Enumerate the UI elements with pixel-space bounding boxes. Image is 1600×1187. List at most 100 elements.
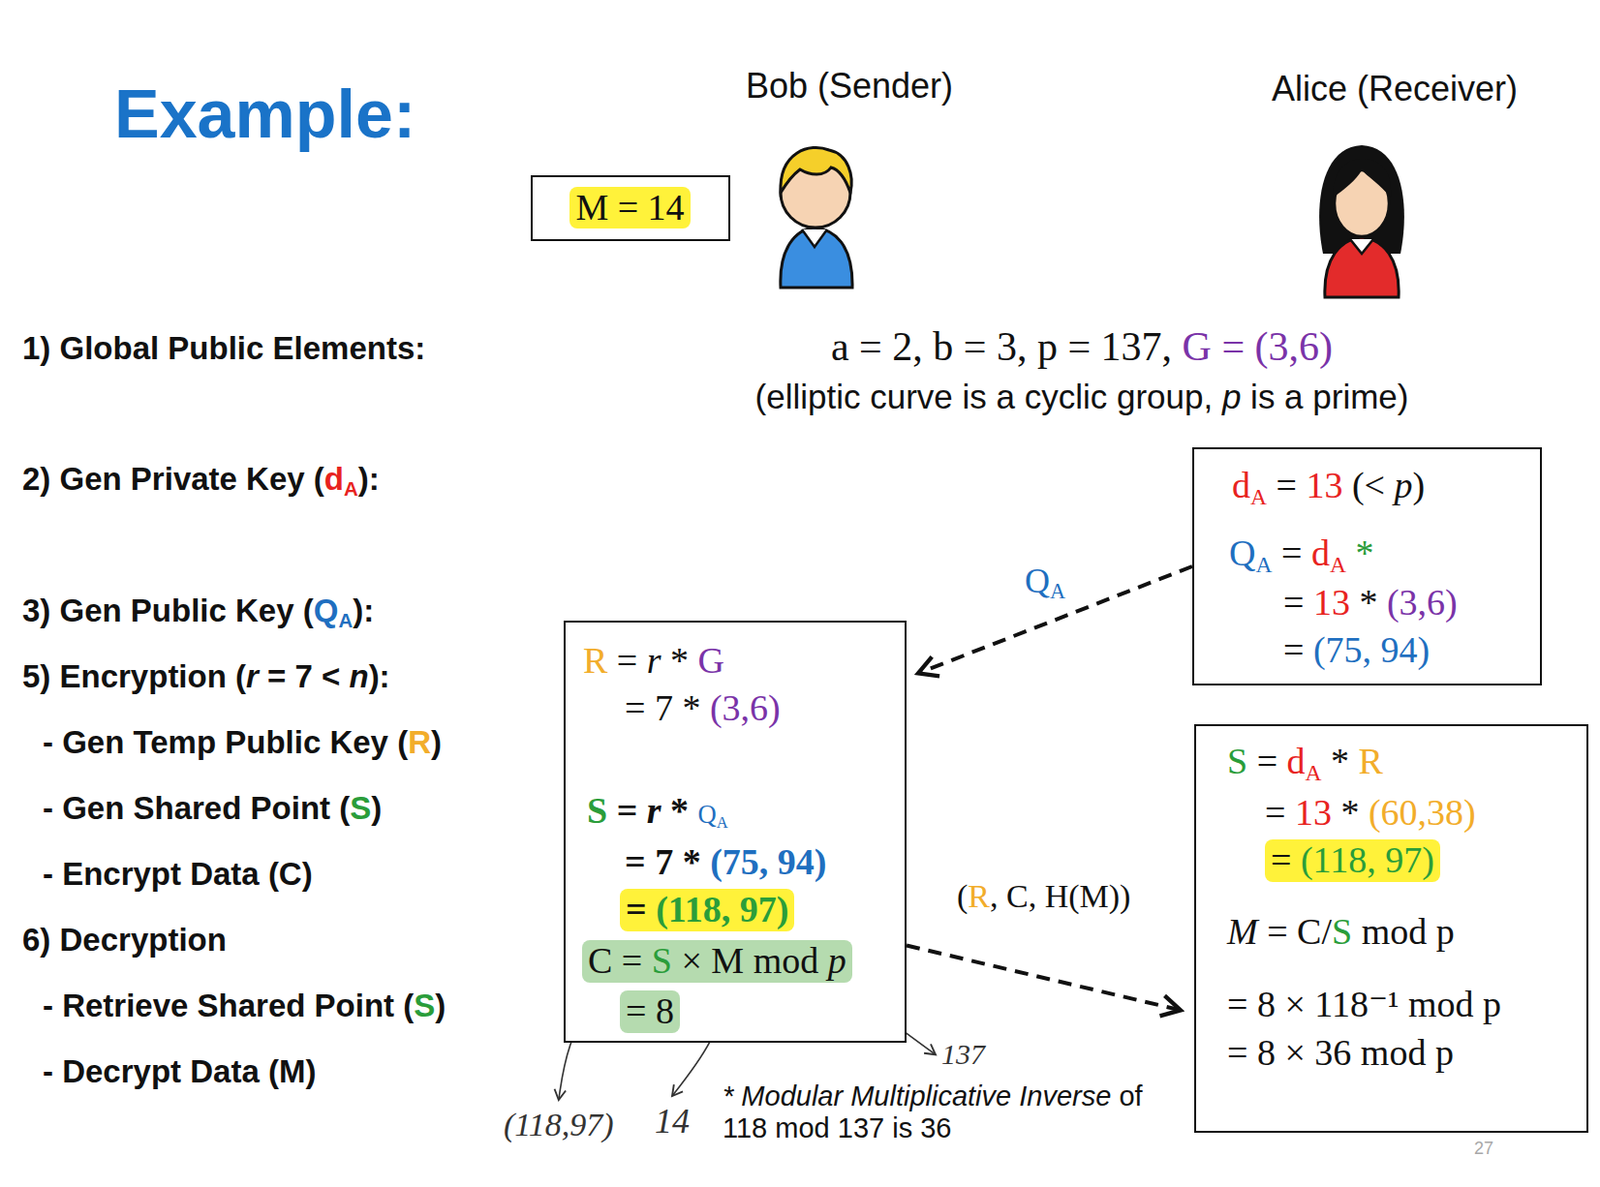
text-run: n — [348, 658, 369, 695]
text-run: * — [661, 790, 690, 831]
computation-box: S = dA * R = 13 * (60,38)= (118, 97) M = C… — [1194, 724, 1589, 1134]
text-run: = — [1283, 582, 1314, 623]
text-run: S — [651, 940, 673, 982]
text-run: ( — [956, 878, 968, 915]
text-run: ): — [352, 592, 374, 629]
label-text: * Modular Multiplicative Inverse of 118 … — [722, 1080, 1149, 1146]
text-run: (60,38) — [1368, 792, 1477, 833]
text-run: A — [343, 477, 359, 500]
computation-box: R = r * G= 7 * (3,6)S = r * QA= 7 * (75,… — [563, 620, 907, 1044]
text-run: Alice (Receiver) — [1271, 68, 1518, 109]
dashed-arrow — [906, 945, 1181, 1011]
label-text: 6) Decryption — [22, 922, 227, 959]
text-run: = — [1283, 629, 1314, 671]
text-run: (75, 94) — [709, 841, 827, 883]
text-run: M = 14 — [575, 186, 684, 228]
text-run — [1346, 532, 1356, 574]
text-run: ) — [1413, 464, 1426, 506]
equation-line: = (118, 97) — [619, 889, 795, 932]
text-run: R — [1358, 740, 1384, 782]
label-text: a = 2, b = 3, p = 137, G = (3,6) — [830, 323, 1333, 370]
text-run: 6) Decryption — [22, 922, 227, 958]
text-run: 2) Gen Private Key ( — [22, 461, 325, 497]
label-text: - Gen Temp Public Key (R) — [42, 724, 442, 762]
text-run: ) — [430, 724, 442, 761]
text-run — [688, 790, 699, 831]
text-run: = — [607, 790, 647, 831]
text-run: 13 — [1294, 792, 1332, 833]
text-run: Q — [698, 800, 717, 830]
text-run: Bob (Sender) — [745, 65, 954, 106]
text-run: = — [1266, 464, 1306, 506]
label-text: - Retrieve Shared Point (S) — [42, 987, 446, 1025]
text-run: ): — [358, 461, 380, 497]
edge-label: (R, C, H(M)) — [953, 877, 1134, 916]
message-box: M = 14 — [530, 175, 731, 242]
text-run: a = 2, b = 3, p = 137, — [830, 324, 1183, 370]
text-run: 5) Encryption ( — [22, 658, 247, 695]
text-run: = 7 < — [258, 658, 350, 695]
equation-line: M = 14 — [569, 186, 690, 230]
equation-line: = 7 * (75, 94) — [624, 841, 827, 885]
computation-box: dA = 13 (< p)QA = dA *= 13 * (3,6)= (75,… — [1192, 447, 1542, 686]
text-run: M — [710, 940, 744, 982]
text-run: = 8 × 36 mod p — [1227, 1032, 1454, 1074]
equation-line: M = C/S mod p — [1227, 911, 1455, 954]
text-run: A — [1255, 552, 1272, 578]
alice-icon — [1319, 145, 1405, 298]
text-run: 14 — [654, 1102, 690, 1141]
text-run: R — [583, 640, 608, 681]
slide-title: Example: — [114, 75, 416, 154]
equation-line: R = r * G — [583, 640, 725, 683]
text-run: (118,97) — [503, 1107, 615, 1143]
equation-line: C = S × M mod p — [582, 940, 853, 984]
label-text: (elliptic curve is a cyclic group, p is … — [755, 377, 1410, 417]
text-run: Example: — [114, 76, 416, 153]
text-run: (3,6) — [1386, 582, 1458, 623]
text-run: 1) Global Public Elements: — [22, 330, 426, 367]
text-run: R — [967, 878, 990, 915]
label-text: 2) Gen Private Key (dA): — [22, 461, 380, 500]
equation-line: = 8 × 36 mod p — [1227, 1032, 1454, 1076]
text-run: = 8 — [625, 990, 675, 1032]
text-run: S — [586, 790, 608, 831]
text-run: 3) Gen Public Key ( — [22, 592, 314, 629]
label-text: 1) Global Public Elements: — [22, 330, 426, 368]
text-run: = — [1270, 839, 1301, 881]
text-run: (75, 94) — [1313, 629, 1430, 671]
equation-line: = 13 * (60,38) — [1264, 792, 1477, 835]
edge-label: QA — [1021, 561, 1069, 605]
text-run: S — [1227, 740, 1248, 782]
label-text: - Encrypt Data (C) — [42, 856, 313, 893]
text-run: = — [1271, 532, 1311, 574]
text-run: d — [1231, 464, 1251, 506]
text-run: = 8 × 118⁻¹ mod p — [1227, 984, 1502, 1025]
text-run: A — [1250, 484, 1267, 510]
handwritten-note: (118,97) — [503, 1106, 615, 1144]
text-run: p — [828, 940, 847, 982]
text-run: d — [1311, 532, 1330, 574]
text-run: p — [1222, 377, 1241, 416]
text-run: = 7 * — [624, 687, 710, 729]
text-run: * — [661, 640, 699, 681]
text-run: mod p — [1352, 911, 1455, 953]
text-run: (elliptic curve is a cyclic group, — [755, 377, 1223, 416]
text-run: 13 — [1305, 464, 1343, 506]
text-run: S — [349, 790, 371, 827]
handwritten-note: 14 — [654, 1102, 690, 1142]
text-run: (118, 97) — [1300, 839, 1435, 881]
text-run: ) — [370, 790, 382, 827]
text-run: r — [646, 640, 662, 681]
text-run: C = — [587, 940, 652, 982]
text-run: ) — [434, 987, 446, 1024]
equation-line: S = dA * R — [1227, 740, 1384, 787]
text-run: d — [1287, 740, 1306, 782]
label-text: Alice (Receiver) — [1271, 68, 1518, 109]
text-run: G = (3,6) — [1182, 324, 1334, 370]
text-run: , C, H(M)) — [989, 878, 1131, 915]
text-run: × — [672, 940, 711, 982]
text-run: A — [1049, 579, 1066, 604]
text-run: S — [1331, 911, 1353, 953]
text-run: Q — [1024, 561, 1050, 601]
